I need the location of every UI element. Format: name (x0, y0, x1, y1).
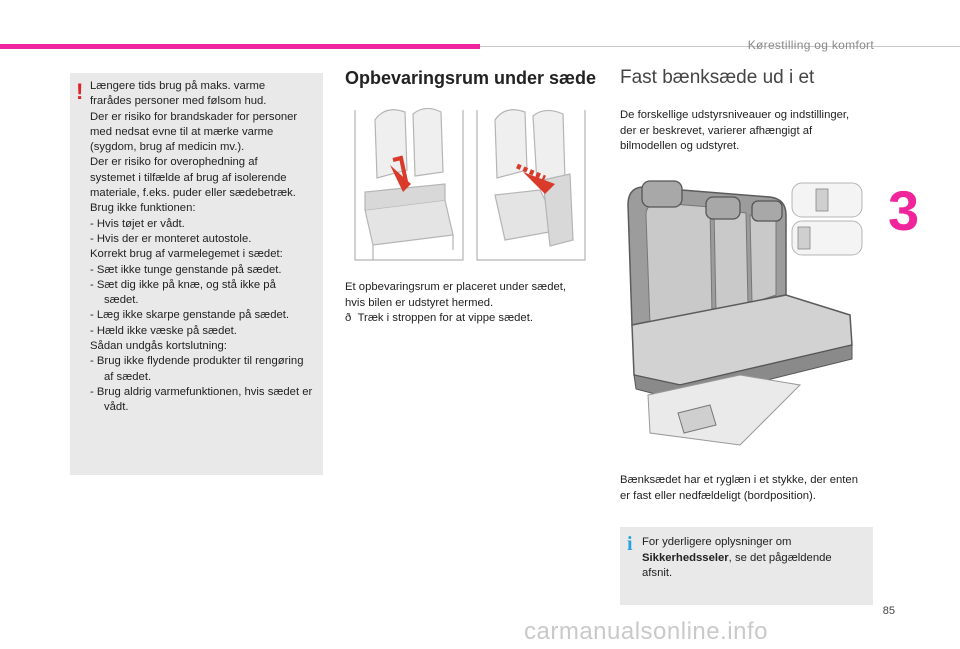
bench-seat-image (620, 175, 875, 467)
bench-illustration (620, 175, 875, 467)
warning-line: Længere tids brug på maks. varme (90, 80, 266, 92)
warning-line: systemet i tilfælde af brug af isolerend… (90, 171, 287, 184)
bench-intro-line: bilmodellen og udstyret. (620, 140, 740, 152)
section-title: Kørestilling og komfort (747, 38, 874, 52)
storage-illustration (345, 100, 595, 272)
arrow-right-icon: ð (345, 312, 352, 324)
bench-desc-line: er fast eller nedfældeligt (bordposition… (620, 489, 816, 502)
warning-line: (sygdom, brug af medicin mv.). (90, 141, 245, 154)
bench-heading: Fast bænksæde ud i et (620, 67, 815, 88)
header-rule (480, 46, 960, 47)
bench-description: Bænksædet har et ryglæn i et stykke, der… (620, 473, 875, 504)
warning-line: - Sæt ikke tunge genstande på sædet. (90, 263, 282, 276)
storage-text-line: hvis bilen er udstyret hermed. (345, 296, 494, 309)
warning-line: - Hæld ikke væske på sædet. (90, 324, 237, 337)
info-icon: i (627, 533, 633, 555)
warning-line: materiale, f.eks. puder eller sædebetræk… (90, 187, 296, 200)
bench-desc-line: Bænksædet har et ryglæn i et stykke, der… (620, 474, 858, 486)
storage-step-text: Træk i stroppen for at vippe sædet. (357, 312, 533, 324)
warning-text: Længere tids brug på maks. varme fraråde… (90, 79, 313, 416)
info-box: i For yderligere oplysninger om Sikkerhe… (620, 527, 873, 605)
info-suffix: , se det pågældende (728, 551, 832, 564)
bench-intro: De forskellige udstyrsniveauer og indsti… (620, 108, 875, 155)
storage-step: ð Træk i stroppen for at vippe sædet. (345, 311, 595, 327)
warning-line: frarådes personer med følsom hud. (90, 95, 267, 108)
warning-line: med nedsat evne til at mærke varme (90, 125, 274, 138)
warning-line: Der er risiko for overophedning af (90, 156, 258, 169)
warning-line: - Sæt dig ikke på knæ, og stå ikke på sæ… (90, 278, 276, 307)
storage-text-line: Et opbevaringsrum er placeret under sæde… (345, 281, 567, 293)
chapter-number: 3 (888, 179, 920, 242)
warning-line: Der er risiko for brandskader for person… (90, 110, 298, 123)
accent-bar (0, 44, 480, 49)
info-prefix: For yderligere oplysninger om (642, 536, 792, 548)
warning-line: - Hvis tøjet er vådt. (90, 217, 185, 230)
exclamation-icon: ! (76, 79, 84, 104)
info-bold-term: Sikkerhedsseler (642, 551, 729, 564)
warning-line: - Hvis der er monteret autostole. (90, 232, 252, 245)
watermark[interactable]: carmanualsonline.info (524, 618, 768, 645)
bench-intro-line: De forskellige udstyrsniveauer og indsti… (620, 109, 850, 121)
warning-line: - Brug ikke flydende produkter til rengø… (90, 355, 304, 383)
storage-heading: Opbevaringsrum under sæde (345, 68, 597, 88)
warning-box: ! Længere tids brug på maks. varme frarå… (70, 73, 323, 475)
warning-line: - Brug aldrig varmefunktionen, hvis sæde… (90, 385, 313, 414)
warning-line: Brug ikke funktionen: (90, 202, 196, 215)
bench-intro-line: der er beskrevet, varierer afhængigt af (620, 124, 813, 137)
info-suffix2: afsnit. (642, 567, 673, 579)
storage-text: Et opbevaringsrum er placeret under sæde… (345, 280, 595, 327)
warning-line: - Læg ikke skarpe genstande på sædet. (90, 309, 290, 322)
page-number: 85 (882, 605, 895, 617)
warning-line: Korrekt brug af varmelegemet i sædet: (90, 248, 283, 261)
seat-storage-image (345, 100, 595, 272)
warning-line: Sådan undgås kortslutning: (90, 340, 227, 353)
